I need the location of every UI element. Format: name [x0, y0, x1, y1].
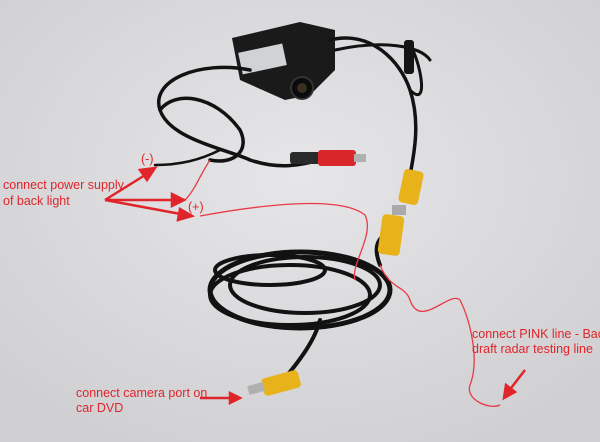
yellow-rca-connector-bottom: [247, 370, 301, 396]
pink-line-label-line1: connect PINK line - Back: [472, 327, 600, 341]
pink-line-label-line2: draft radar testing line: [472, 342, 593, 356]
annotation-arrows: [104, 166, 526, 406]
pink-wires: [184, 159, 501, 407]
camera-port-label-line1: connect camera port on: [76, 386, 208, 400]
camera-port-label-line2: car DVD: [76, 401, 124, 415]
power-supply-label-line2: of back light: [3, 194, 70, 208]
yellow-rca-connector-top: [377, 169, 424, 256]
plus-label: (+): [188, 200, 204, 214]
camera-icon: [232, 22, 335, 100]
red-rca-connector: [290, 150, 366, 166]
power-supply-label-line1: connect power supply: [3, 178, 124, 192]
minus-label: (-): [141, 152, 154, 166]
inline-module: [404, 40, 414, 74]
